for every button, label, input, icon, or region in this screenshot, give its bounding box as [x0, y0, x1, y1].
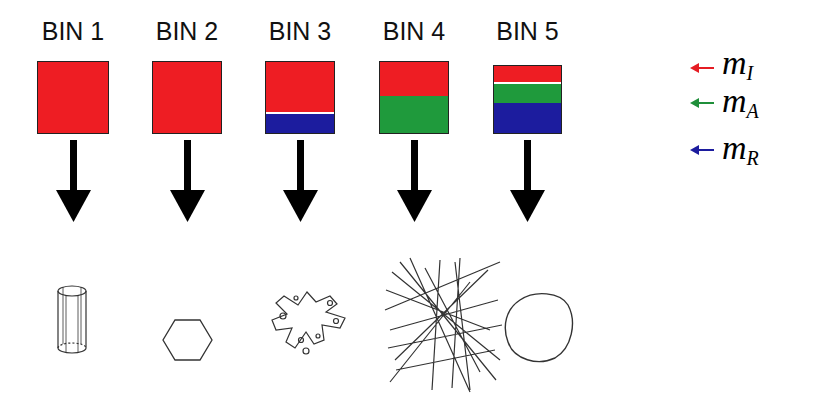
bin-label: BIN 5 — [496, 17, 559, 46]
bin-box: BIN 2 — [153, 62, 221, 133]
plate-crystal — [163, 320, 212, 360]
column-crystal — [58, 286, 86, 353]
mass-band — [494, 103, 561, 133]
dendrite-crystal — [272, 292, 345, 354]
mass-symbol: mR — [722, 131, 759, 168]
mass-band — [494, 84, 561, 103]
bin-box: BIN 1 — [38, 62, 108, 133]
mass-band — [380, 62, 448, 96]
mass-band — [266, 114, 334, 134]
down-arrows — [56, 140, 545, 222]
bin-label: BIN 4 — [383, 17, 446, 46]
mass-band — [38, 62, 108, 133]
bin-box: BIN 5 — [494, 66, 561, 133]
mass-symbol: mI — [722, 46, 753, 83]
bin-box: BIN 3 — [266, 62, 334, 133]
mass-band — [153, 62, 221, 133]
bin-label: BIN 1 — [42, 17, 105, 46]
mass-band — [380, 96, 448, 133]
bin-label: BIN 3 — [269, 17, 332, 46]
graupel-particle — [505, 294, 572, 362]
needle-crystals — [385, 258, 502, 392]
mass-symbol: mA — [722, 84, 759, 121]
mass-band — [266, 62, 334, 112]
bin-label: BIN 2 — [156, 17, 219, 46]
pointer-arrows — [690, 63, 714, 155]
mass-band — [494, 66, 561, 82]
bin-box: BIN 4 — [380, 62, 448, 133]
